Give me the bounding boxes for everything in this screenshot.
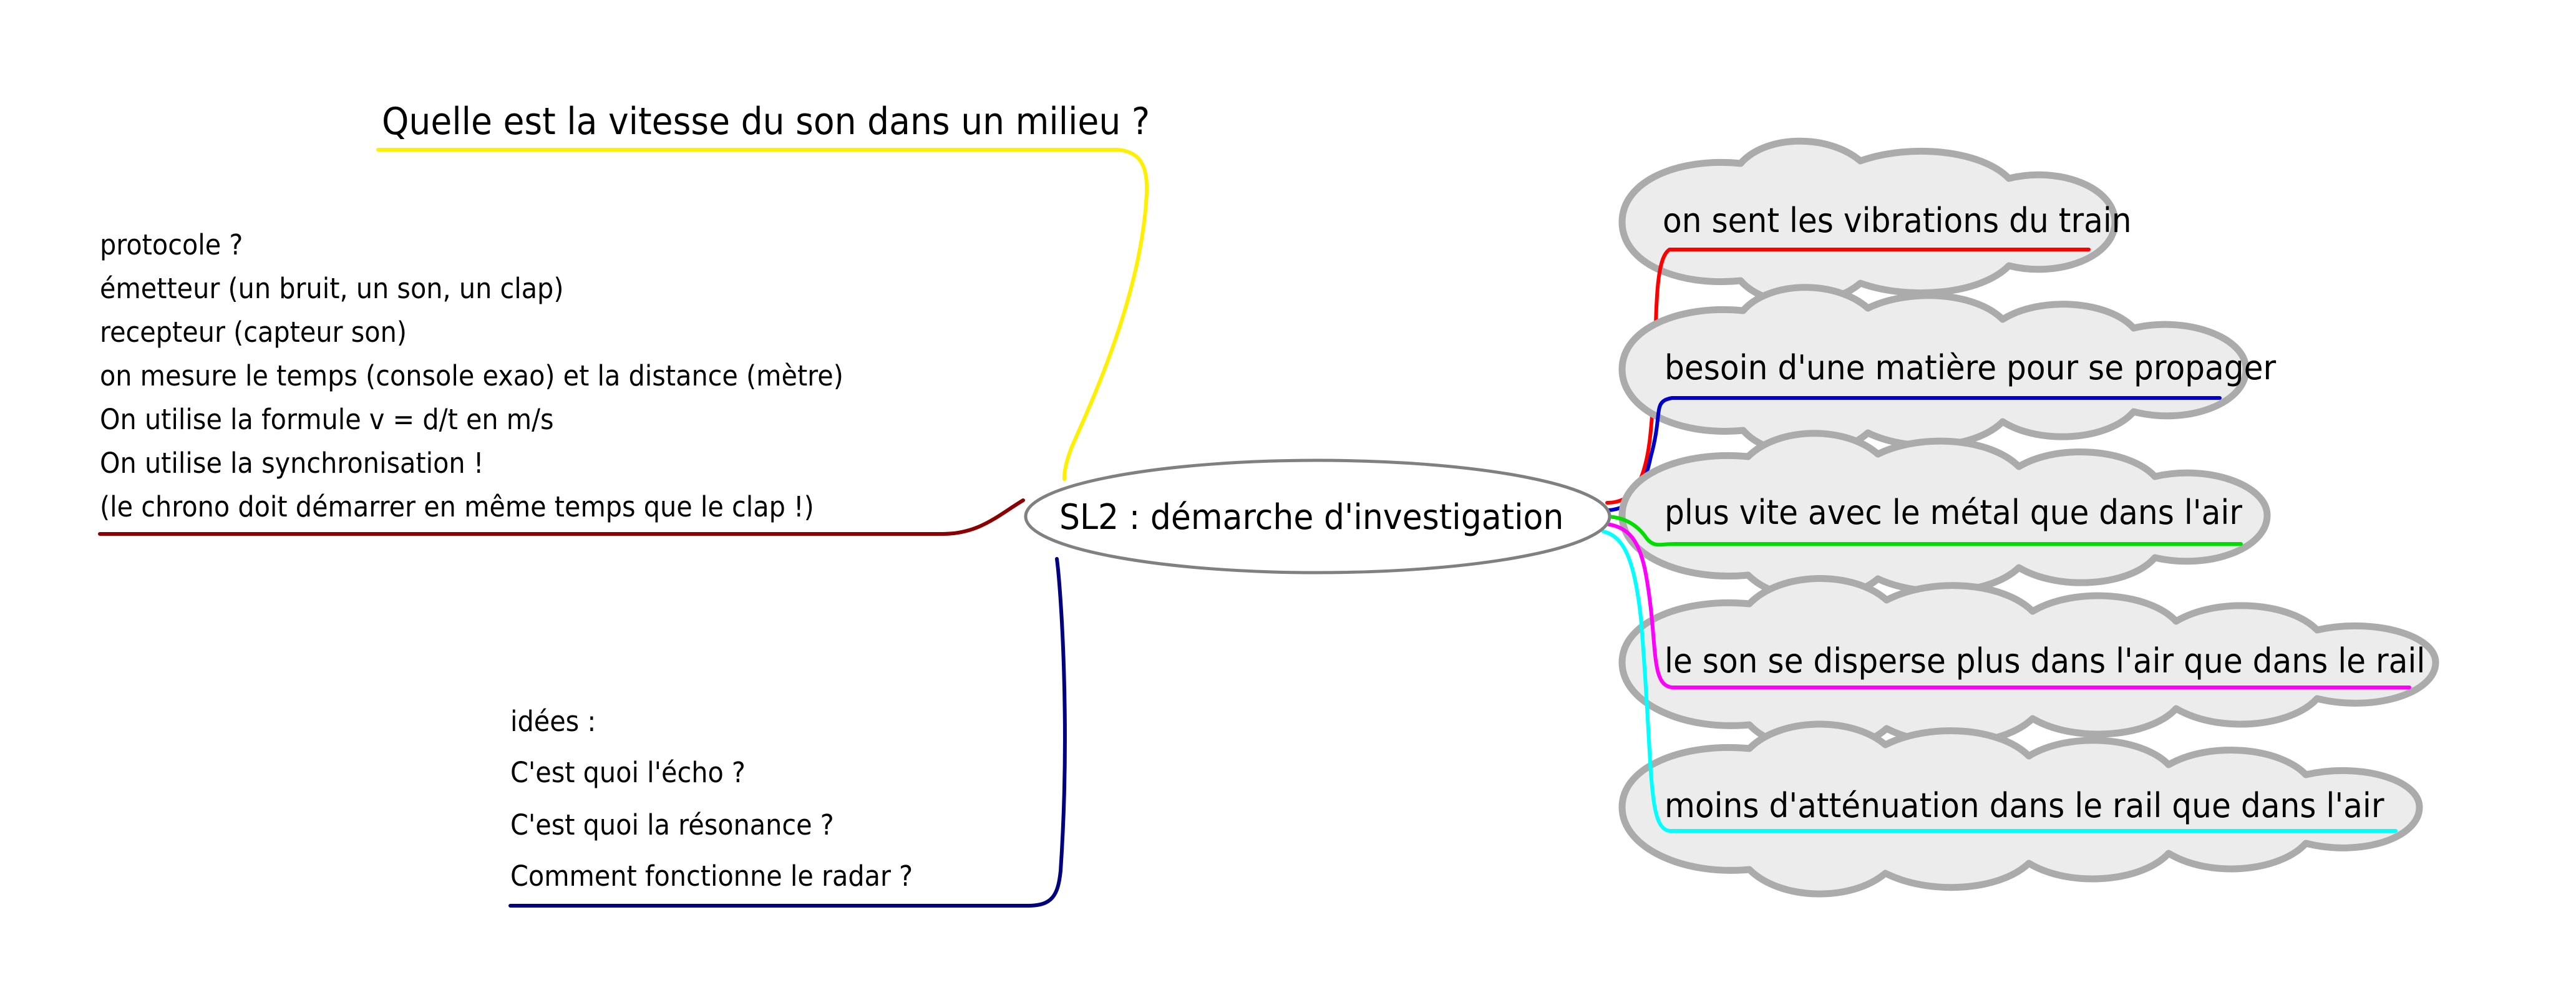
cloud-label: plus vite avec le métal que dans l'air [1665, 493, 2243, 532]
branch-line-5: On utilise la synchronisation ! [100, 447, 484, 480]
cloud-label: on sent les vibrations du train [1663, 201, 2132, 240]
cloud-moins-attenuation-rail[interactable]: moins d'atténuation dans le rail que dan… [1601, 530, 2423, 898]
connector-line-protocole [98, 498, 1025, 536]
branch-line-2: C'est quoi la résonance ? [510, 809, 834, 841]
cloud-son-disperse-air[interactable]: le son se disperse plus dans l'air que d… [1604, 522, 2439, 754]
branch-idees[interactable]: idées : C'est quoi l'écho ? C'est quoi l… [510, 705, 913, 893]
branch-line-1: C'est quoi l'écho ? [510, 757, 746, 789]
branch-line-3: on mesure le temps (console exao) et la … [100, 360, 843, 392]
branch-line-1: émetteur (un bruit, un son, un clap) [100, 273, 563, 305]
branch-line-0: idées : [510, 705, 596, 738]
central-node-ellipse [1024, 458, 1611, 574]
branch-line-0: protocole ? [100, 229, 243, 261]
branch-line-2: recepteur (capteur son) [100, 316, 407, 349]
cloud-label: le son se disperse plus dans l'air que d… [1665, 642, 2425, 681]
cloud-vibrations-train[interactable]: on sent les vibrations du train [1605, 137, 2132, 505]
branch-line-4: On utilise la formule v = d/t en m/s [100, 404, 554, 436]
connector-line [1603, 515, 2243, 547]
branch-vitesse-du-son[interactable]: Quelle est la vitesse du son dans un mil… [382, 99, 1150, 143]
connector-line [1601, 530, 2398, 833]
cloud-label: moins d'atténuation dans le rail que dan… [1665, 787, 2384, 825]
connector-line [1604, 522, 2411, 689]
cloud-plus-vite-metal[interactable]: plus vite avec le métal que dans l'air [1603, 430, 2271, 602]
branch-title: Quelle est la vitesse du son dans un mil… [382, 99, 1150, 143]
connector-line-vitesse [376, 148, 1149, 481]
cloud-shape [1618, 720, 2423, 898]
cloud-shape [1618, 574, 2439, 754]
central-node[interactable]: SL2 : démarche d'investigation [1024, 458, 1611, 574]
branch-line-3: Comment fonctionne le radar ? [510, 860, 913, 893]
cloud-label: besoin d'une matière pour se propager [1665, 349, 2277, 387]
branch-protocole[interactable]: protocole ? émetteur (un bruit, un son, … [100, 229, 843, 523]
connector-line-idees [508, 557, 1067, 908]
central-node-label: SL2 : démarche d'investigation [1059, 497, 1563, 537]
branch-line-6: (le chrono doit démarrer en même temps q… [100, 491, 814, 523]
